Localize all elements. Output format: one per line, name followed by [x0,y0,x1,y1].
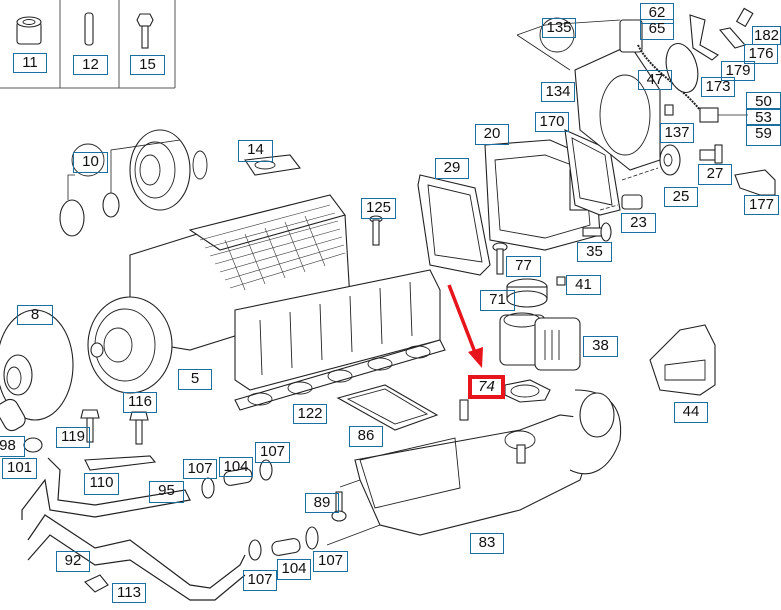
clip-137-icon [664,104,674,116]
bolt-116-icon [129,411,149,445]
part-label-10[interactable]: 10 [73,152,108,173]
part-label-20[interactable]: 20 [475,124,509,145]
cable-47-icon [637,44,748,123]
hose-104b-icon [271,538,301,556]
part-label-62[interactable]: 62 [640,3,674,24]
part-label-107b[interactable]: 107 [255,442,290,463]
part-label-5[interactable]: 5 [178,369,212,390]
part-label-38[interactable]: 38 [583,336,618,357]
part-label-122[interactable]: 122 [293,404,327,424]
part-label-173[interactable]: 173 [701,77,735,97]
part-label-107d[interactable]: 107 [313,551,348,572]
bushing-icon [16,16,42,45]
ring-71-icon [506,278,548,308]
part-label-41[interactable]: 41 [566,275,601,295]
clip-177-icon [734,169,776,196]
screw-77-icon [492,242,508,275]
sleeve-98-icon [0,398,26,432]
part-label-137[interactable]: 137 [660,123,694,143]
pulley-icon [59,129,208,237]
clip-113-icon [84,574,109,593]
intercooler-83-icon [354,389,622,536]
part-label-176[interactable]: 176 [744,44,778,64]
bolt-182-icon [735,7,754,28]
cover-gasket-icon [336,384,439,431]
part-label-113[interactable]: 113 [112,583,146,603]
part-label-104a[interactable]: 104 [219,457,253,477]
nut-41-icon [556,276,566,286]
crank-pulley-icon [0,309,74,421]
part-label-44[interactable]: 44 [674,402,708,423]
part-label-110[interactable]: 110 [84,473,119,495]
part-label-116[interactable]: 116 [123,392,157,413]
manifold-gasket-icon [234,339,446,411]
legend-frame [0,0,176,89]
part-label-92[interactable]: 92 [56,551,90,572]
part-label-77[interactable]: 77 [506,256,541,277]
part-label-74-highlighted[interactable]: 74 [468,375,505,399]
part-label-71[interactable]: 71 [480,290,515,311]
bolt-119-icon [80,409,100,443]
plug-23-icon [599,194,643,211]
bearing-25-icon [621,144,681,181]
part-label-14[interactable]: 14 [238,140,273,162]
clamp-107c-icon [248,539,262,561]
part-label-11[interactable]: 11 [13,53,47,73]
bolt-27-icon [699,144,723,164]
part-label-15[interactable]: 15 [130,55,165,75]
clip-179-icon [718,27,746,49]
part-label-47[interactable]: 47 [638,70,672,90]
part-label-83[interactable]: 83 [470,533,504,554]
part-label-65[interactable]: 65 [640,19,674,40]
gasket-29-icon [417,174,491,276]
cover-44-icon [649,324,716,396]
part-label-8[interactable]: 8 [17,305,53,325]
bracket-176-icon [689,14,719,61]
part-label-89[interactable]: 89 [305,493,339,513]
bolt-89-icon [326,479,381,546]
hose-104a-icon [223,468,253,486]
part-label-125[interactable]: 125 [361,198,396,219]
clamp-107d-icon [305,526,319,550]
bolt-125-icon [369,215,383,246]
part-label-107c[interactable]: 107 [243,570,277,591]
part-label-27[interactable]: 27 [698,164,732,185]
highlight-arrow [447,284,483,368]
seal-plate-icon [244,154,302,176]
part-label-29[interactable]: 29 [435,158,469,179]
part-label-86[interactable]: 86 [349,426,383,447]
throttle-body-38-icon [499,312,581,371]
part-label-119[interactable]: 119 [56,427,90,448]
part-label-12[interactable]: 12 [73,55,108,75]
clamp-107a-icon [201,477,215,499]
part-label-177[interactable]: 177 [744,195,779,215]
gasket-74-icon [504,379,551,403]
part-label-170[interactable]: 170 [535,112,569,132]
pipe-92-icon [27,514,246,601]
part-label-98[interactable]: 98 [0,436,25,457]
part-label-59[interactable]: 59 [746,124,781,146]
clamp-107b-icon [259,459,273,481]
bracket-110-icon [84,455,157,471]
part-label-25[interactable]: 25 [664,187,698,207]
oring-173-icon [665,42,699,94]
part-label-179[interactable]: 179 [721,61,755,81]
screw-35-icon [582,222,612,242]
part-label-104b[interactable]: 104 [277,559,311,580]
dowel-pin-icon [84,12,94,46]
part-label-95[interactable]: 95 [149,481,184,503]
part-label-107a[interactable]: 107 [183,459,217,479]
part-label-23[interactable]: 23 [621,213,656,233]
bolt-icon [136,13,154,49]
part-label-35[interactable]: 35 [577,242,612,262]
pipe-95-icon [21,457,191,520]
part-label-134[interactable]: 134 [541,82,575,102]
part-label-182[interactable]: 182 [752,26,781,45]
part-label-101[interactable]: 101 [2,458,37,479]
ring-101-icon [23,437,43,453]
part-label-135[interactable]: 135 [542,18,576,38]
